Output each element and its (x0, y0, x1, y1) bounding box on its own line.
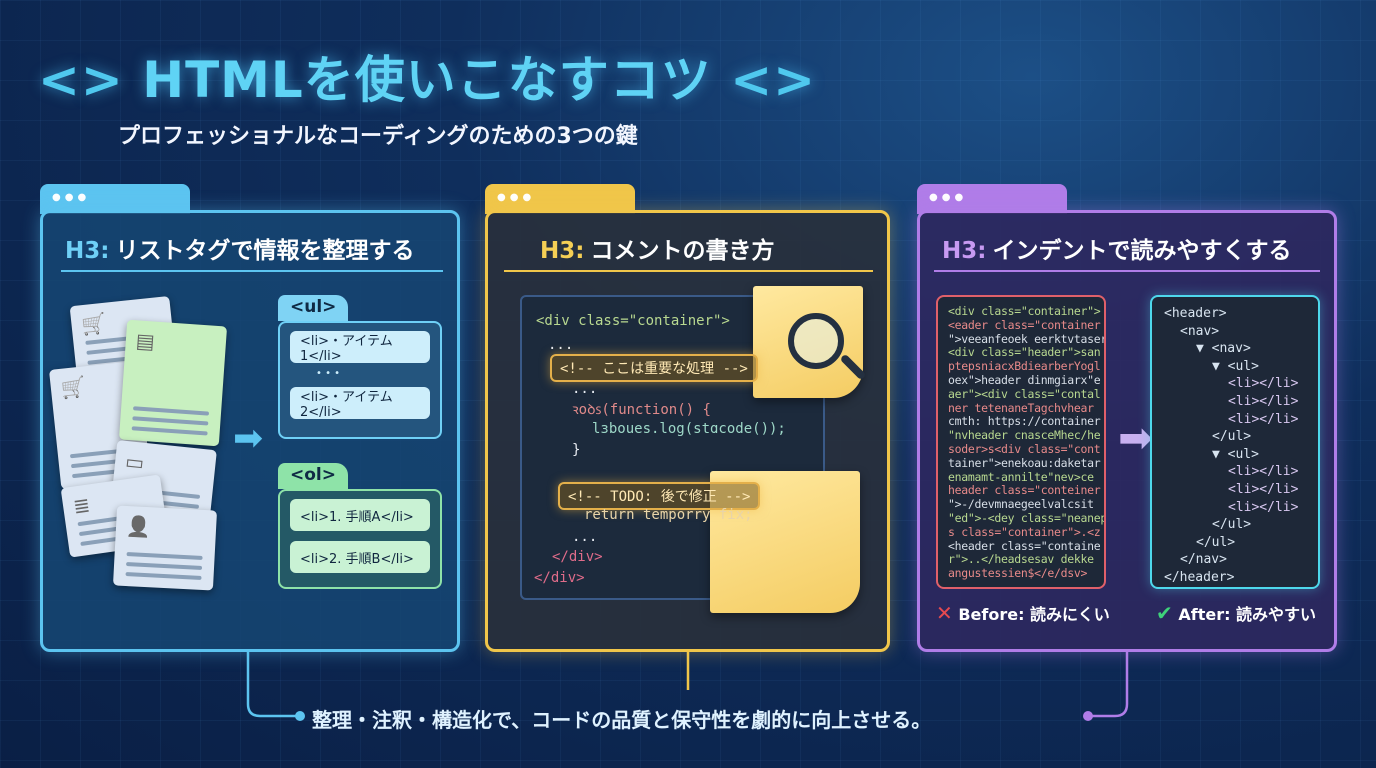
page-title: <> HTMLを使いこなすコツ <> (38, 40, 816, 112)
after-label: ✔ After: 読みやすい (1156, 601, 1317, 625)
code-line: tainer">enekoau:daketar (948, 455, 1101, 470)
code-line: </nav> (1180, 552, 1227, 568)
divider (934, 270, 1320, 272)
code-line: <li></li> (1228, 393, 1299, 409)
code-bracket-icon: <> (730, 51, 817, 109)
panel-heading: H3:リストタグで情報を整理する (65, 238, 415, 264)
code-line: <nav> (1180, 323, 1220, 339)
code-line: return temporry fix; (584, 507, 753, 523)
code-line: } (572, 442, 581, 458)
code-line: </ul> (1212, 517, 1252, 533)
arrow-right-icon: ➡ (233, 418, 264, 459)
before-code-box: <div class="container"><eader class="con… (936, 295, 1106, 589)
code-line: </div> (552, 549, 603, 565)
code-line: angustessien$</e/dsv> (948, 566, 1088, 581)
panel-tab: ●●● (917, 184, 1067, 214)
code-bracket-icon: <> (38, 51, 124, 109)
code-line: <li></li> (1228, 499, 1299, 515)
magnifier-icon (788, 313, 844, 369)
check-icon: ✔ (1156, 601, 1173, 625)
code-line: <header class="containe (948, 538, 1101, 553)
ol-tag: <ol> (278, 463, 348, 489)
comment-highlight: <!-- TODO: 後で修正 --> (558, 482, 761, 510)
comment-panel: H3:コメントの書き方 <div class="container"> ... … (485, 210, 890, 652)
footer-summary: 整理・注釈・構造化で、コードの品質と保守性を劇的に向上させる。 (312, 708, 932, 732)
list-tag-panel: H3:リストタグで情報を整理する 🛒🛒▤▭≣👤 ➡ <ul> <li>・アイテム… (40, 210, 460, 652)
code-line: "nvheader cnasceMhec/he (948, 428, 1101, 443)
comment-highlight: <!-- ここは重要な処理 --> (550, 354, 758, 382)
arrow-right-icon: ➡ (1118, 413, 1154, 462)
title-text: HTMLを使いこなすコツ (142, 51, 712, 109)
code-line: oex">header dinmgiarx"e (948, 372, 1101, 387)
ol-list-box: <li>1. 手順A</li> <li>2. 手順B</li> (278, 489, 442, 589)
code-line: <li></li> (1228, 376, 1299, 392)
code-line: </header> (1164, 569, 1235, 585)
code-line: soder>s<div class="cont (948, 441, 1101, 456)
panel-heading: H3:コメントの書き方 (540, 238, 775, 264)
code-line: <eader class="container (948, 317, 1101, 332)
cross-icon: ✕ (936, 601, 953, 625)
code-line: <li></li> (1228, 411, 1299, 427)
code-line: ꝛoꝺꜱ(function() { (572, 402, 711, 418)
code-line: <div class="container"> (536, 313, 730, 329)
code-line: enamamt-annilte"nev>ce (948, 469, 1094, 484)
code-line: ">veeanfeoek eerktvtaser (948, 331, 1106, 346)
code-line: ▼ <ul> (1212, 358, 1259, 374)
code-line: <header> (1164, 306, 1227, 321)
code-line: header class="conteiner (948, 483, 1101, 498)
panel-tab: ●●● (40, 184, 190, 214)
code-line: ... (572, 381, 598, 397)
code-line: </div> (534, 570, 585, 586)
code-line: <li></li> (1228, 464, 1299, 480)
code-line: ptepsniacxBdiearberYogl (948, 359, 1101, 374)
code-line: </ul> (1212, 429, 1252, 445)
code-line: <li></li> (1228, 481, 1299, 497)
window-dots: ●●● (52, 192, 91, 203)
code-line: ▼ <nav> (1196, 341, 1251, 357)
code-line: lɜboues.log(stɑcode()); (592, 421, 786, 437)
panel-tab: ●●● (485, 184, 635, 214)
code-line: s class="container">.<z (948, 524, 1101, 539)
code-line: <div class="header">san (948, 345, 1101, 360)
subtitle: プロフェッショナルなコーディングのための3つの鍵 (118, 124, 638, 149)
panel-heading: H3:インデントで読みやすくする (942, 238, 1292, 264)
ellipsis: • • • (316, 368, 341, 379)
ul-tag: <ul> (278, 295, 349, 321)
window-dots: ●●● (929, 192, 968, 203)
list-item: <li>・アイテム2</li> (290, 387, 430, 420)
list-item: <li>1. 手順A</li> (290, 499, 430, 531)
list-item: <li>2. 手順B</li> (290, 541, 430, 573)
indent-panel: H3:インデントで読みやすくする <div class="container">… (917, 210, 1337, 652)
after-code-box: <header><nav>▼ <nav>▼ <ul><li></li><li><… (1150, 295, 1320, 589)
code-line: <div class="container"> (948, 304, 1101, 318)
divider (504, 270, 873, 272)
divider (61, 270, 443, 272)
code-line: "ed">-<dey class="neanep (948, 510, 1106, 525)
list-item: <li>・アイテム1</li> (290, 331, 430, 364)
code-line: r">..</headsesav dekke (948, 552, 1094, 567)
code-line: ▼ <ul> (1212, 446, 1259, 462)
code-line: cmth: https://container (948, 414, 1101, 429)
code-line: ... (572, 529, 598, 545)
window-dots: ●●● (497, 192, 536, 203)
code-line: </ul> (1196, 534, 1236, 550)
code-line: ner tetenaneTagchvhear (948, 400, 1094, 415)
before-label: ✕ Before: 読みにくい (936, 601, 1110, 625)
code-line: aer"><div class="contal (948, 386, 1101, 401)
code-line: ... (548, 337, 574, 353)
ul-list-box: <li>・アイテム1</li> • • • <li>・アイテム2</li> (278, 321, 442, 439)
code-line: ">-/devmnaegeelvalcsit (948, 497, 1094, 512)
